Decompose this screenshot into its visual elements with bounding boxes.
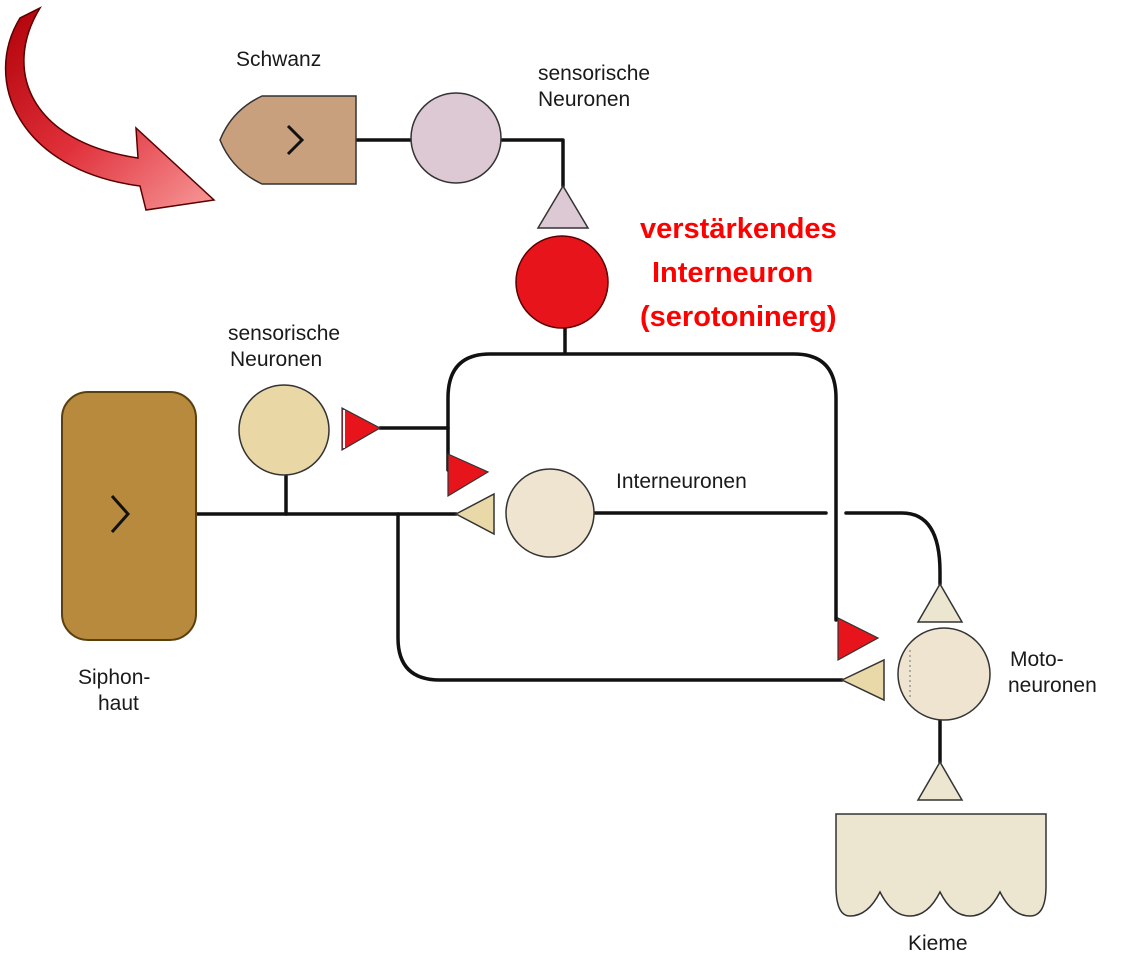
synapse-moto-gill: [916, 760, 964, 801]
siphon-receptor-icon: [110, 495, 131, 533]
synapse-red-sensory-mid: [341, 407, 382, 452]
label-siphon-2: haut: [98, 692, 139, 715]
wire-lower-loop: [396, 512, 844, 682]
synapse-interneuron-moto: [916, 582, 964, 623]
synapse-sensory-top: [536, 184, 590, 229]
tail-shape: [219, 95, 357, 185]
highlight-line-2: Interneuron: [652, 257, 813, 289]
wire-interneuron-to-moto: [592, 511, 942, 586]
label-sensory-mid-1: sensorische: [228, 322, 340, 345]
label-sensory-top-2: Neuronen: [538, 88, 630, 111]
label-siphon-1: Siphon-: [78, 666, 150, 689]
highlight-line-3: (serotoninerg): [640, 301, 837, 333]
label-sensory-top-1: sensorische: [538, 62, 650, 85]
siphon-skin: [61, 391, 197, 641]
sensory-neuron-mid: [238, 384, 330, 476]
synapse-tan-moto: [840, 658, 885, 702]
motoneuron: [897, 627, 991, 721]
synapse-red-moto: [837, 617, 880, 662]
serotonergic-interneuron: [515, 235, 609, 329]
label-moto-2: neuronen: [1008, 674, 1097, 697]
label-gill: Kieme: [908, 932, 968, 955]
label-interneurons: Interneuronen: [616, 470, 747, 493]
interneuron: [505, 468, 595, 558]
gill-shape: [835, 813, 1047, 917]
sensory-neuron-top: [410, 92, 502, 184]
label-tail: Schwanz: [236, 48, 321, 71]
synapse-tan-interneuron: [454, 492, 495, 536]
highlight-line-1: verstärkendes: [640, 213, 837, 245]
wire-sensory-top-axon: [498, 138, 565, 188]
curved-stimulus-arrow-icon: [4, 6, 216, 211]
label-sensory-mid-2: Neuronen: [230, 348, 322, 371]
tail-receptor-icon: [286, 124, 305, 156]
label-moto-1: Moto-: [1010, 648, 1064, 671]
synapse-red-interneuron: [447, 453, 490, 498]
wire-red-interneuron-loop: [446, 312, 838, 622]
